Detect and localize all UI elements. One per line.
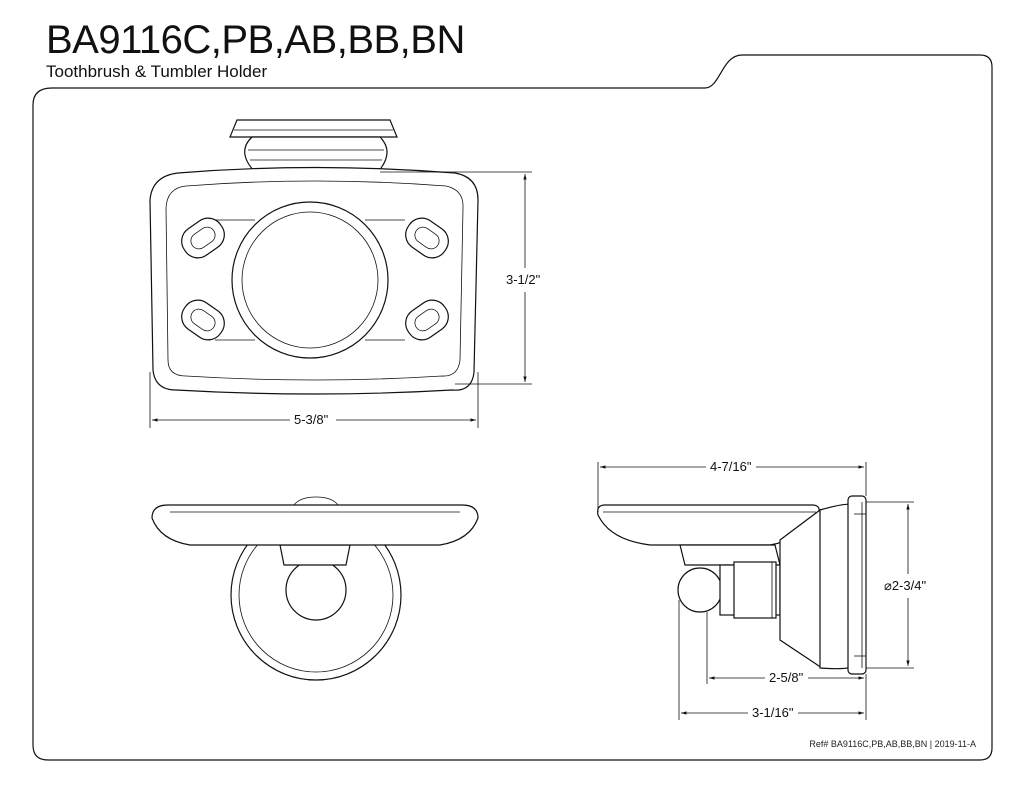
dimension-front-width: 5-3/8": [294, 412, 329, 427]
reference-note: Ref# BA9116C,PB,AB,BB,BN | 2019-11-A: [809, 739, 976, 749]
toothbrush-slot: [181, 299, 225, 341]
product-description: Toothbrush & Tumbler Holder: [46, 62, 268, 81]
dimension-side-projection: 4-7/16": [710, 459, 752, 474]
drawing-border: [32, 54, 993, 761]
dimension-front-height: 3-1/2": [506, 272, 541, 287]
dimension-overall-depth: 3-1/16": [752, 705, 794, 720]
toothbrush-slot: [405, 299, 449, 341]
product-model-title: BA9116C,PB,AB,BB,BN: [46, 18, 465, 62]
dimension-arm-length: 2-5/8": [769, 670, 804, 685]
toothbrush-slot: [181, 217, 225, 259]
dimension-flange-diameter: ⌀2-3/4": [884, 578, 926, 593]
toothbrush-slot: [405, 217, 449, 259]
side-view: 4-7/16" ⌀2-3/4" 2-5/8" 3-1/16": [597, 459, 926, 720]
top-view: [151, 496, 479, 681]
front-view: 3-1/2" 5-3/8": [149, 119, 541, 428]
